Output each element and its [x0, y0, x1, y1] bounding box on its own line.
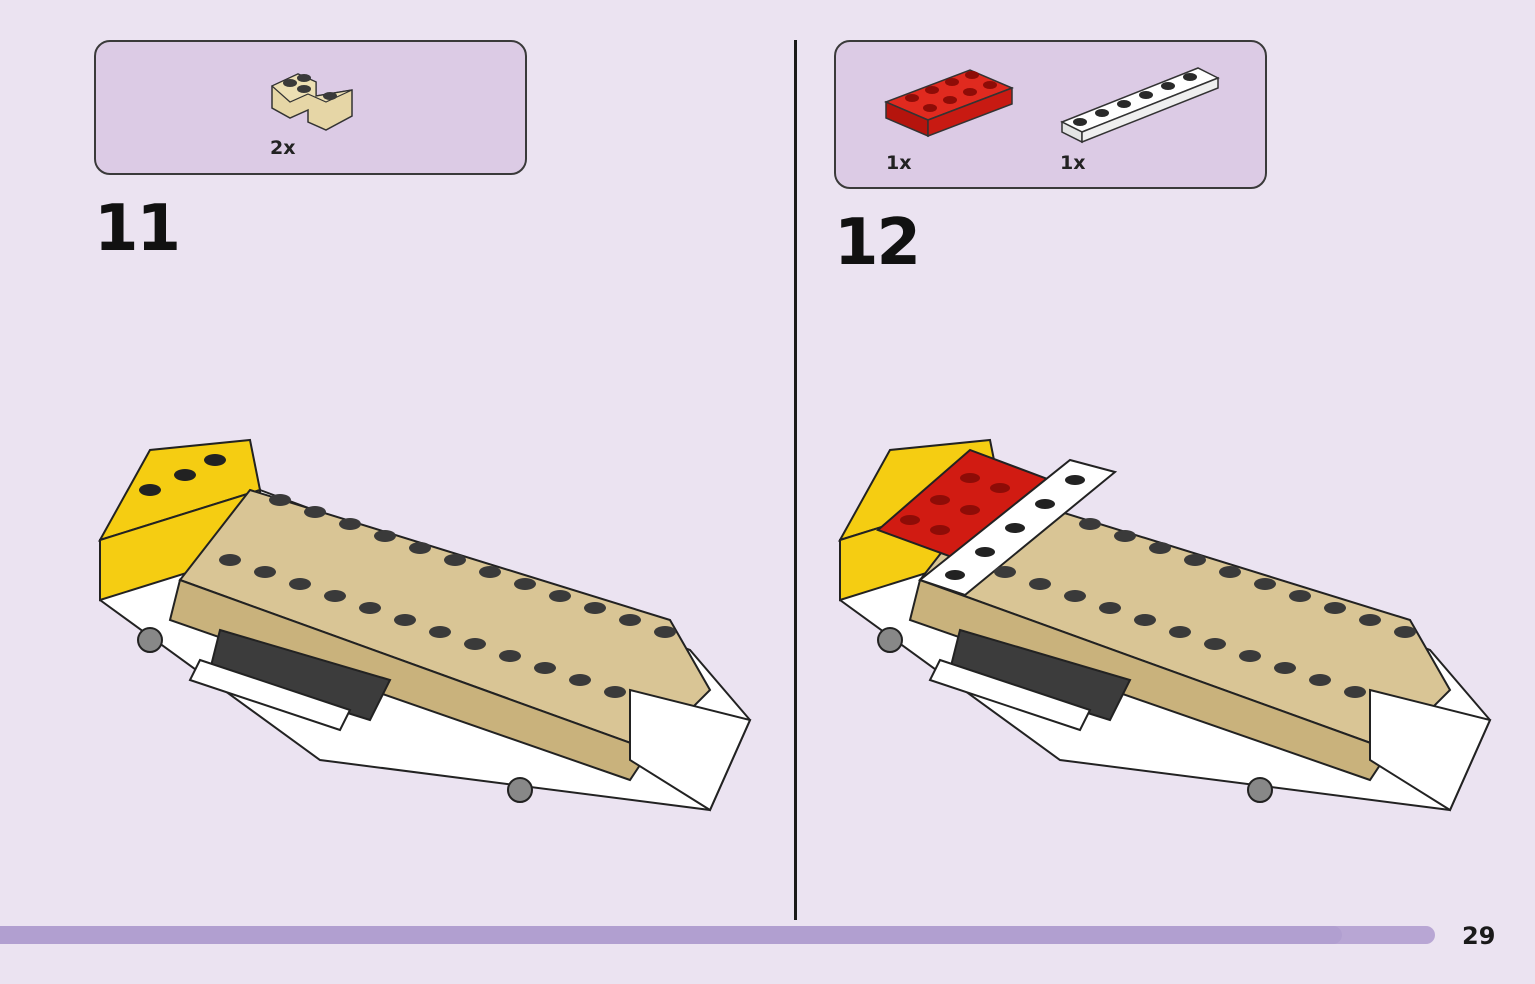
build-model-illustration — [97, 438, 752, 812]
page-progress-fill — [0, 926, 1342, 944]
parts-box-step-11: 2x — [94, 40, 527, 175]
step-number-12: 12 — [834, 206, 921, 280]
tan-corner-brick-icon — [270, 73, 353, 131]
step-number-11: 11 — [94, 192, 181, 266]
white-plate-icon — [1060, 67, 1220, 144]
red-plate-icon — [884, 69, 1014, 138]
build-model-illustration — [837, 438, 1492, 812]
part-quantity: 1x — [1060, 152, 1086, 174]
step-divider — [794, 40, 797, 920]
parts-box-step-12: 1x 1x — [834, 40, 1267, 189]
part-quantity: 1x — [886, 152, 912, 174]
page-number: 29 — [1462, 922, 1496, 950]
part-quantity: 2x — [270, 137, 296, 159]
page-progress-bar — [0, 926, 1435, 944]
